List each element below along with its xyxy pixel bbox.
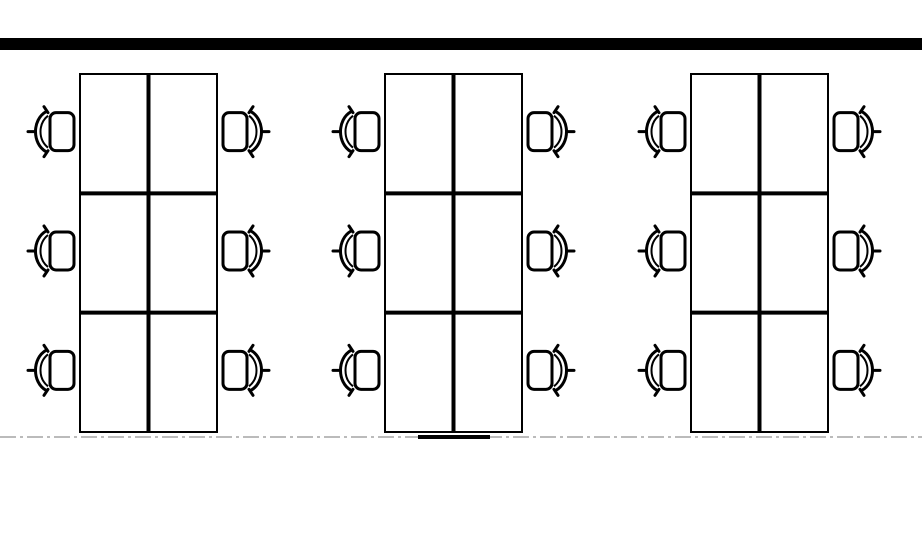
chair-icon [221, 224, 271, 278]
chair-icon [26, 343, 76, 397]
chair-icon [331, 224, 381, 278]
chair-icon [637, 224, 687, 278]
chair-icon [221, 343, 271, 397]
chair-icon [331, 105, 381, 159]
chair-icon [526, 343, 576, 397]
chair-icon [331, 343, 381, 397]
workstation-cluster [331, 73, 576, 433]
chair-icon [221, 105, 271, 159]
chair-icon [26, 105, 76, 159]
chair-icon [637, 343, 687, 397]
chair-icon [526, 105, 576, 159]
chair-icon [26, 224, 76, 278]
workstation-cluster [637, 73, 882, 433]
chair-icon [832, 224, 882, 278]
top-wall [0, 38, 922, 50]
chair-icon [637, 105, 687, 159]
chair-icon [832, 343, 882, 397]
floor-boundary-marker [418, 435, 490, 439]
chair-icon [526, 224, 576, 278]
workstation-cluster [26, 73, 271, 433]
chair-icon [832, 105, 882, 159]
